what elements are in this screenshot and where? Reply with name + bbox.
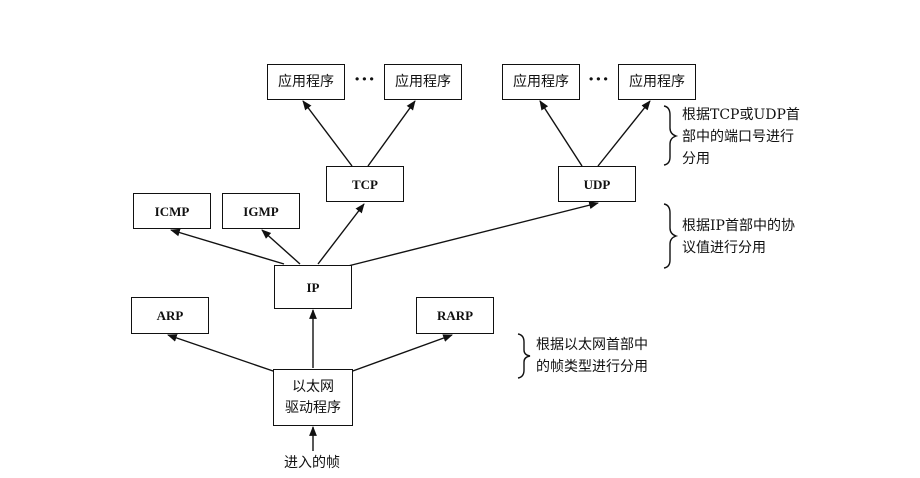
udp-app-label-2: 应用程序: [629, 73, 685, 90]
tcp-box: TCP: [326, 166, 404, 202]
udp-label: UDP: [583, 176, 611, 192]
brace-ip: [663, 203, 679, 269]
brace-eth: [517, 333, 531, 379]
note-ip-demux: 根据IP首部中的协 议值进行分用: [682, 215, 795, 259]
ethernet-driver-box: 以太网 驱动程序: [273, 369, 353, 426]
udp-app-box-1: 应用程序: [502, 64, 580, 100]
ip-box: IP: [274, 265, 352, 309]
arrow-tcp-to-app2: [367, 100, 416, 167]
arrow-ip-to-tcp: [317, 203, 365, 265]
driver-line-2: 驱动程序: [285, 399, 341, 416]
note-port-line-3: 分用: [682, 151, 710, 167]
arrow-ip-to-udp: [339, 201, 599, 269]
tcp-app-box-2: 应用程序: [384, 64, 462, 100]
note-eth-line-1: 根据以太网首部中: [536, 337, 648, 353]
note-ip-line-2: 议值进行分用: [682, 240, 766, 256]
note-port-line-2: 部中的端口号进行: [682, 129, 794, 145]
ip-label: IP: [306, 279, 320, 295]
tcp-app-label-2: 应用程序: [395, 73, 451, 90]
note-ethernet-demux: 根据以太网首部中 的帧类型进行分用: [536, 334, 648, 378]
arrow-driver-to-rarp: [349, 334, 453, 373]
arp-label: ARP: [156, 308, 184, 323]
icmp-label: ICMP: [154, 203, 190, 219]
udp-app-box-2: 应用程序: [618, 64, 696, 100]
tcp-app-box-1: 应用程序: [267, 64, 345, 100]
tcp-apps-ellipsis: ···: [354, 69, 376, 90]
udp-app-label-1: 应用程序: [513, 73, 569, 90]
icmp-box: ICMP: [133, 193, 211, 229]
rarp-box: RARP: [416, 297, 494, 334]
arrow-udp-to-app1: [539, 100, 583, 167]
brace-port: [663, 105, 679, 166]
arrow-tcp-to-app1: [302, 100, 353, 167]
udp-box: UDP: [558, 166, 636, 202]
arrow-driver-to-arp: [167, 334, 277, 373]
udp-apps-ellipsis: ···: [588, 69, 610, 90]
tcp-app-label-1: 应用程序: [278, 73, 334, 90]
arrow-udp-to-app2: [597, 100, 651, 167]
arrow-ip-to-igmp: [261, 229, 301, 265]
note-port-demux: 根据TCP或UDP首 部中的端口号进行 分用: [682, 104, 800, 170]
arrow-ip-to-icmp: [170, 228, 285, 265]
note-port-line-1: 根据TCP或UDP首: [682, 107, 800, 123]
tcp-label: TCP: [352, 176, 378, 192]
igmp-box: IGMP: [222, 193, 300, 229]
incoming-frame-label: 进入的帧: [284, 455, 340, 471]
arp-box: ARP: [131, 297, 209, 334]
note-eth-line-2: 的帧类型进行分用: [536, 359, 648, 375]
rarp-label: RARP: [436, 308, 474, 323]
igmp-label: IGMP: [243, 203, 279, 219]
driver-line-1: 以太网: [292, 378, 334, 395]
note-ip-line-1: 根据IP首部中的协: [682, 218, 795, 234]
